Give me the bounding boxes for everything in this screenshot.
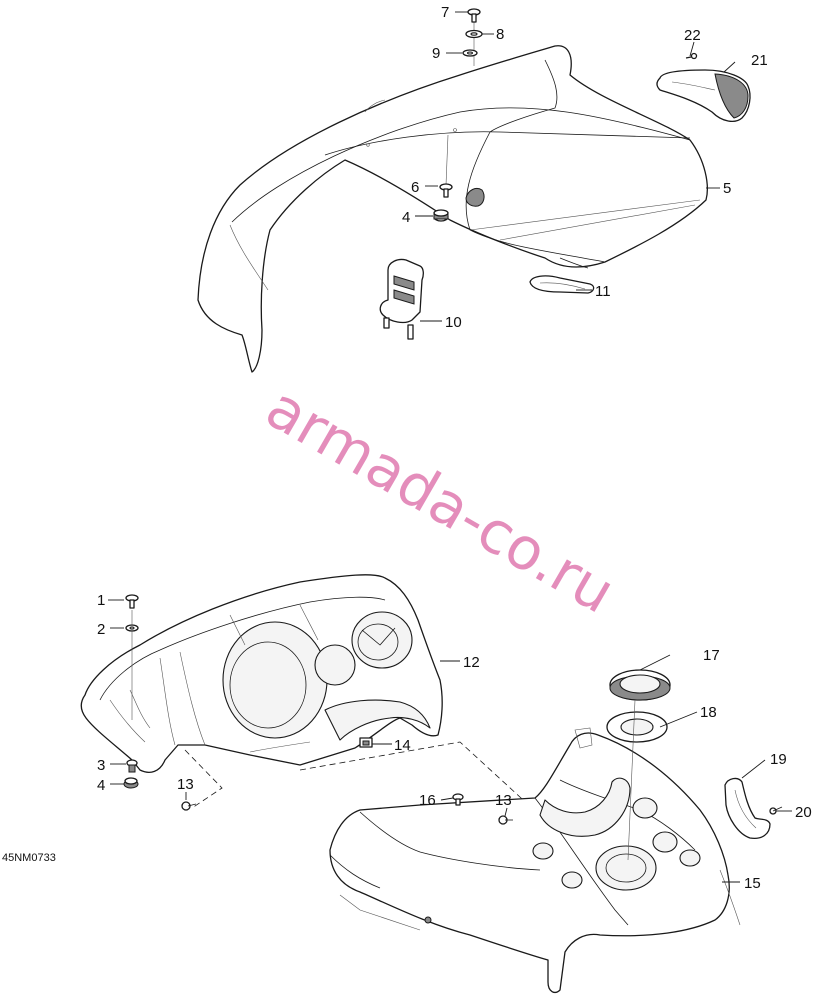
callout-3: 3 bbox=[97, 757, 105, 774]
callout-6: 6 bbox=[411, 179, 419, 196]
callout-21: 21 bbox=[751, 52, 768, 69]
callout-8: 8 bbox=[496, 26, 504, 43]
trim-part-19 bbox=[724, 777, 771, 840]
clip-part-14 bbox=[359, 737, 373, 748]
screw-part-13-left bbox=[181, 801, 197, 811]
callout-16: 16 bbox=[419, 792, 436, 809]
bracket-part-10 bbox=[379, 258, 424, 340]
callout-11: 11 bbox=[595, 283, 611, 300]
callout-22: 22 bbox=[684, 27, 701, 44]
trim-part-11 bbox=[529, 275, 595, 294]
leader-lines bbox=[108, 11, 792, 883]
instrument-console-part-12 bbox=[80, 574, 443, 773]
rivet-part-6 bbox=[439, 183, 453, 198]
callout-17: 17 bbox=[703, 647, 720, 664]
screw-part-7 bbox=[467, 8, 481, 23]
callout-19: 19 bbox=[770, 751, 787, 768]
callout-4-upper: 4 bbox=[402, 209, 410, 226]
callout-13-right: 13 bbox=[495, 792, 512, 809]
screw-part-22 bbox=[685, 52, 698, 60]
callout-13-left: 13 bbox=[177, 776, 194, 793]
screw-part-16 bbox=[452, 793, 464, 806]
callout-12: 12 bbox=[463, 654, 480, 671]
bezel-ring-part-17 bbox=[609, 669, 671, 701]
lower-console-part-15 bbox=[329, 727, 741, 993]
callout-7: 7 bbox=[441, 4, 449, 21]
screw-part-13-right bbox=[498, 815, 513, 825]
callout-1: 1 bbox=[97, 592, 105, 609]
rivet-part-3 bbox=[126, 759, 138, 773]
callout-14: 14 bbox=[394, 737, 411, 754]
washer-part-9 bbox=[462, 49, 478, 57]
windshield-part-5 bbox=[197, 45, 708, 373]
callout-9: 9 bbox=[432, 45, 440, 62]
assembly-line-17-18 bbox=[627, 699, 636, 861]
relation-line-left bbox=[184, 749, 223, 809]
drawing-code: 45NM0733 bbox=[2, 852, 56, 864]
callout-labels: 7 8 9 22 21 5 6 4 11 10 1 2 12 14 3 4 13… bbox=[97, 4, 812, 892]
callout-18: 18 bbox=[700, 704, 717, 721]
assembly-line-6 bbox=[445, 134, 449, 186]
gasket-part-18 bbox=[606, 711, 668, 743]
windshield-bumper bbox=[465, 187, 485, 207]
washer-part-8 bbox=[465, 29, 483, 39]
screw-part-20 bbox=[769, 806, 783, 815]
callout-2: 2 bbox=[97, 621, 105, 638]
callout-10: 10 bbox=[445, 314, 462, 331]
grommet-part-4-lower bbox=[123, 777, 139, 789]
grommet-part-4-upper bbox=[433, 209, 449, 222]
callout-20: 20 bbox=[795, 804, 812, 821]
callout-15: 15 bbox=[744, 875, 761, 892]
relation-line-center bbox=[299, 741, 546, 821]
callout-4-lower: 4 bbox=[97, 777, 105, 794]
callout-5: 5 bbox=[723, 180, 731, 197]
screw-part-1 bbox=[125, 594, 139, 609]
mirror-part-21 bbox=[656, 69, 751, 123]
